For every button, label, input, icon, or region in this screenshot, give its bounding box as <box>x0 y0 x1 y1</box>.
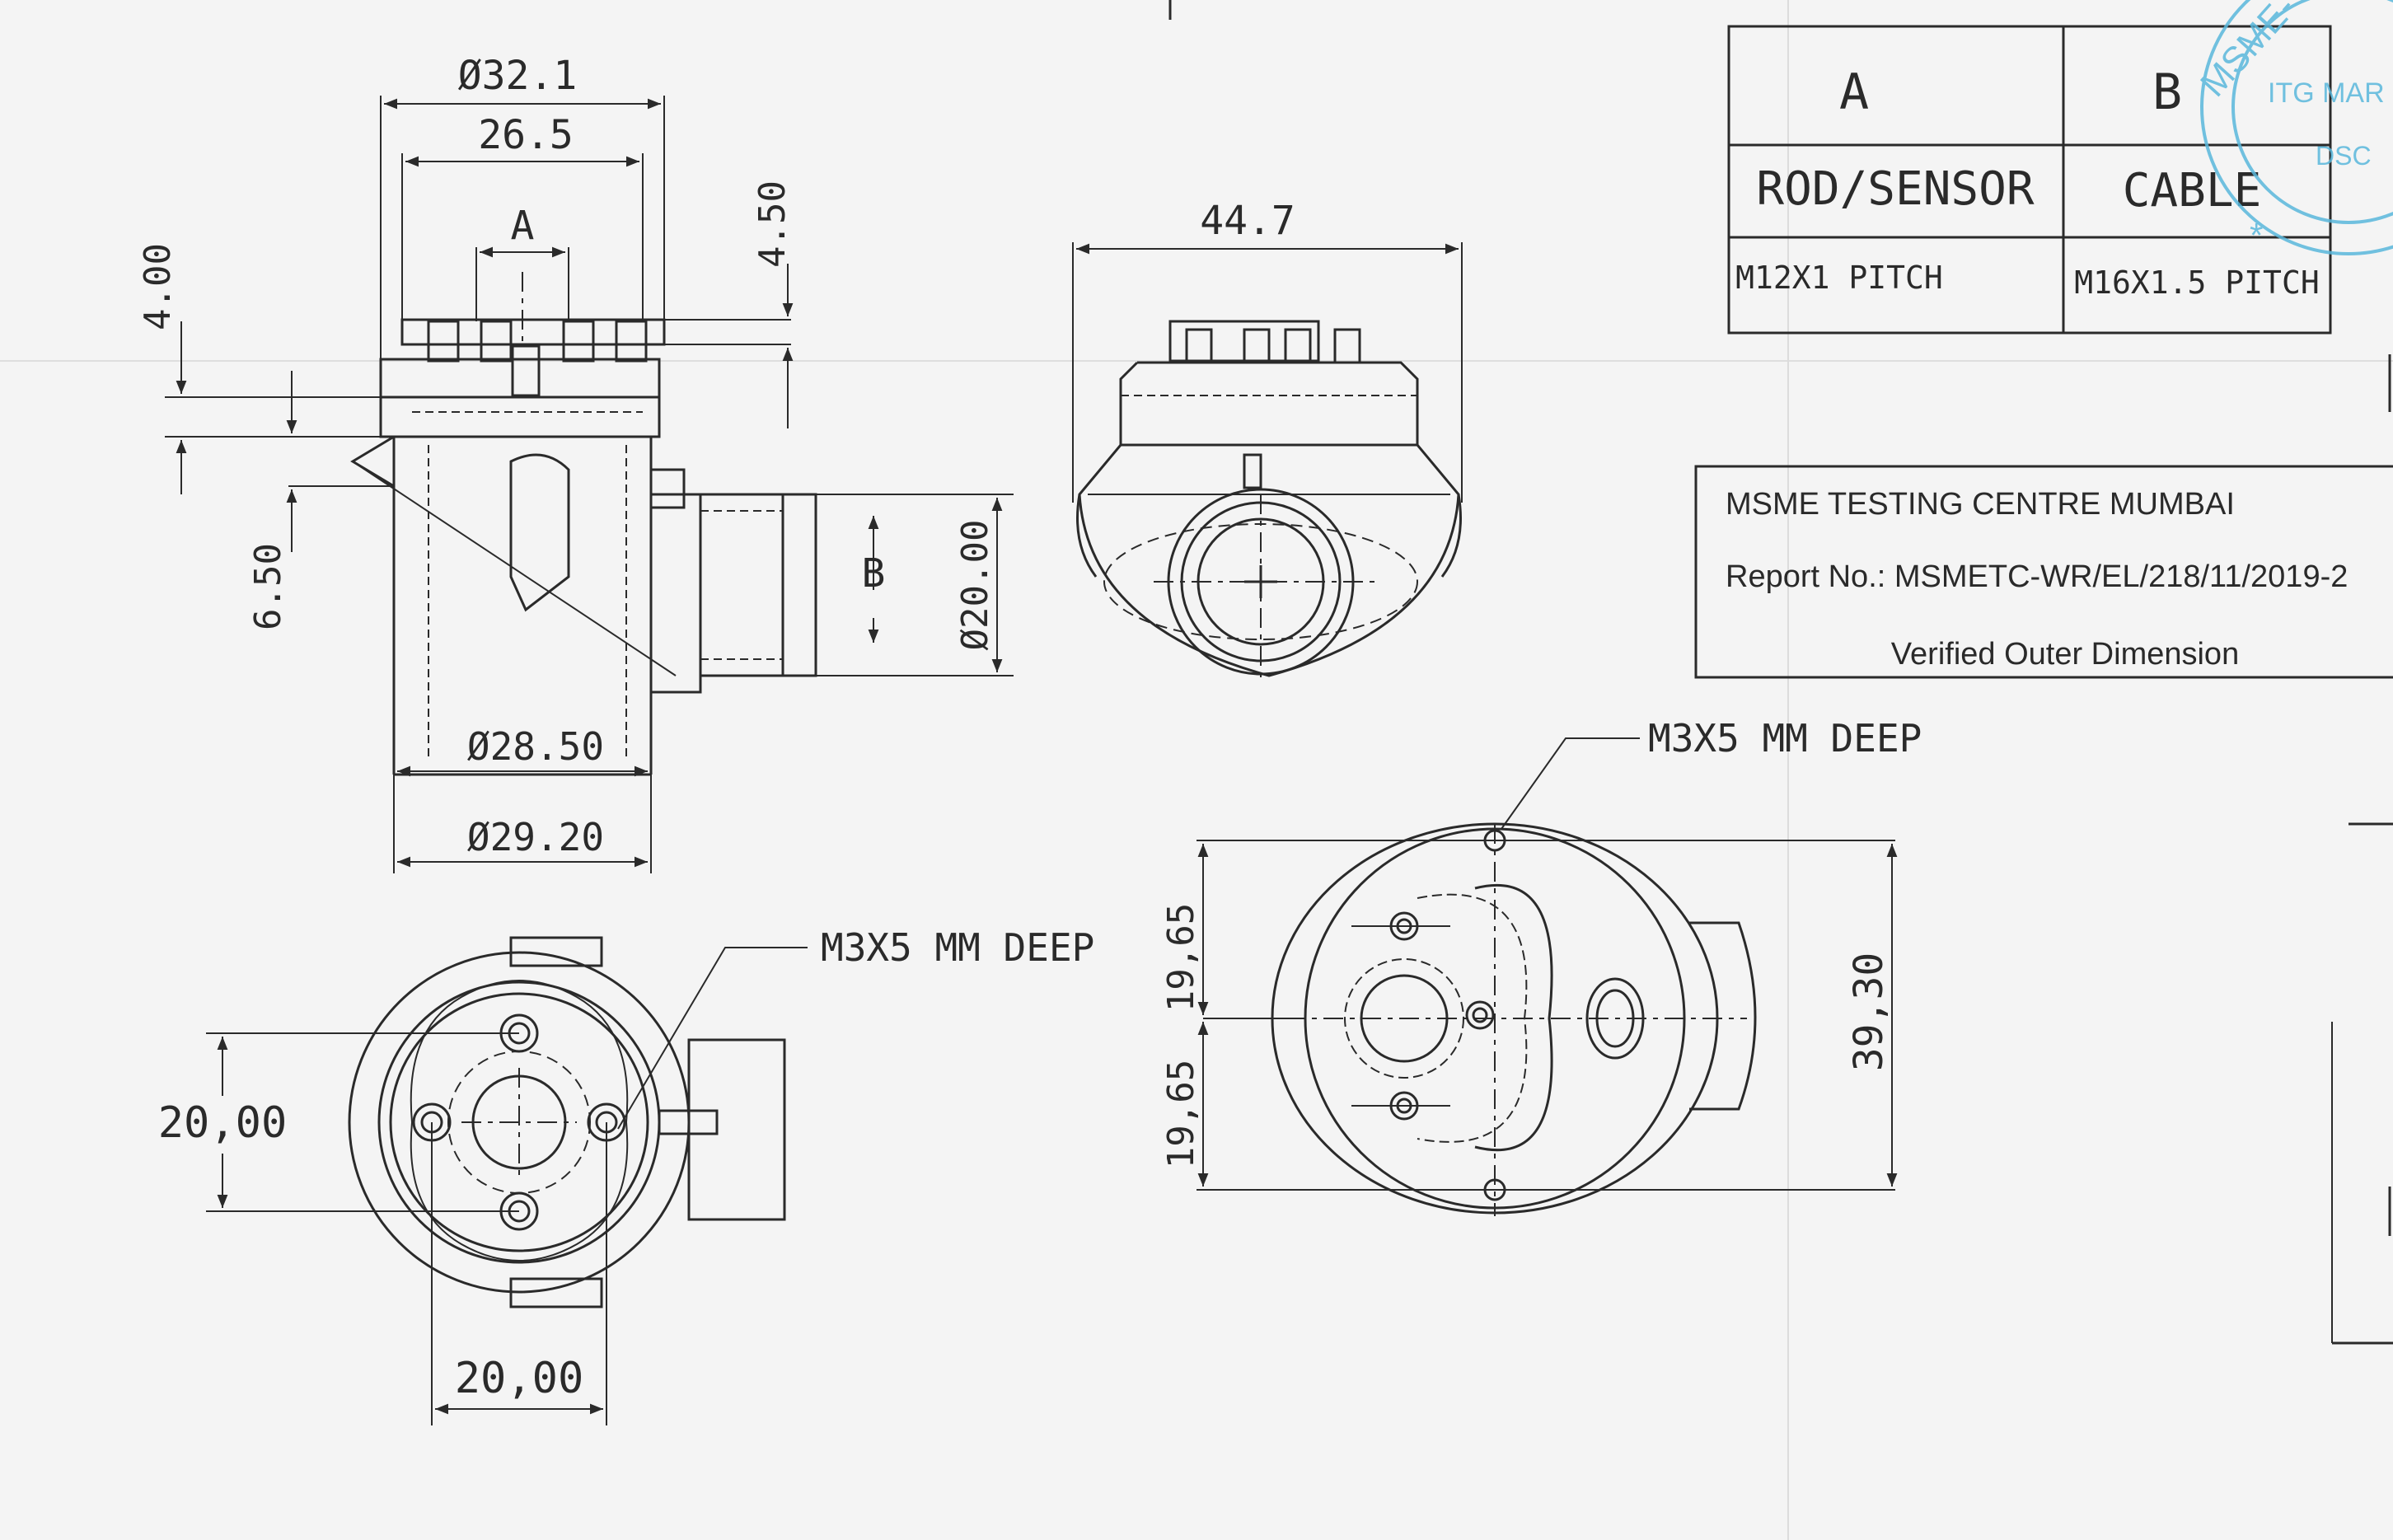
front-view <box>1076 320 1462 684</box>
dim-pitch-horizontal-20: 20,00 <box>455 1354 584 1403</box>
dim-dia-20-00: Ø20.00 <box>954 520 996 651</box>
table-header-b: B <box>2152 63 2182 121</box>
dim-pitch-vertical-20: 20,00 <box>158 1098 288 1148</box>
side-view <box>350 272 817 776</box>
table-cell-m16-pitch: M16X1.5 PITCH <box>2074 264 2319 301</box>
dim-thread-a-label: A <box>511 203 535 249</box>
dim-half-upper-19-65: 19,65 <box>1160 903 1202 1012</box>
thread-spec-table <box>1727 25 2332 335</box>
dim-dia-29-20: Ø29.20 <box>467 815 604 859</box>
stamp-line1: ITG MAR <box>2268 77 2385 109</box>
dim-half-lower-19-65: 19,65 <box>1160 1060 1202 1168</box>
table-cell-cable: CABLE <box>2123 164 2262 218</box>
dim-height-6-50: 6.50 <box>247 543 289 630</box>
verification-box: MSME TESTING CENTRE MUMBAI Report No.: M… <box>1694 465 2393 679</box>
callout-m3x5-bottom: M3X5 MM DEEP <box>821 925 1094 970</box>
dim-height-4-50: 4.50 <box>752 180 794 268</box>
verification-report-number: Report No.: MSMETC-WR/EL/218/11/2019-2 <box>1726 559 2348 594</box>
dim-thread-b-label: B <box>862 550 886 597</box>
dim-dia-32-1: Ø32.1 <box>458 53 578 99</box>
dim-width-44-7: 44.7 <box>1200 198 1295 244</box>
verification-status: Verified Outer Dimension <box>1891 637 2239 672</box>
table-cell-rod-sensor: ROD/SENSOR <box>1756 162 2034 216</box>
dim-dia-28-50: Ø28.50 <box>467 724 604 769</box>
dim-width-26-5: 26.5 <box>478 112 574 158</box>
table-cell-m12-pitch: M12X1 PITCH <box>1735 260 1943 296</box>
dim-height-4-00: 4.00 <box>137 243 179 330</box>
plan-view <box>1271 822 1757 1216</box>
stamp-line2: DSC <box>2316 141 2372 171</box>
verification-centre-name: MSME TESTING CENTRE MUMBAI <box>1726 487 2235 522</box>
svg-text:*: * <box>2250 216 2263 255</box>
dim-overall-39-30: 39,30 <box>1846 953 1892 1072</box>
callout-m3x5-plan: M3X5 MM DEEP <box>1648 716 1922 761</box>
table-header-a: A <box>1839 63 1869 121</box>
